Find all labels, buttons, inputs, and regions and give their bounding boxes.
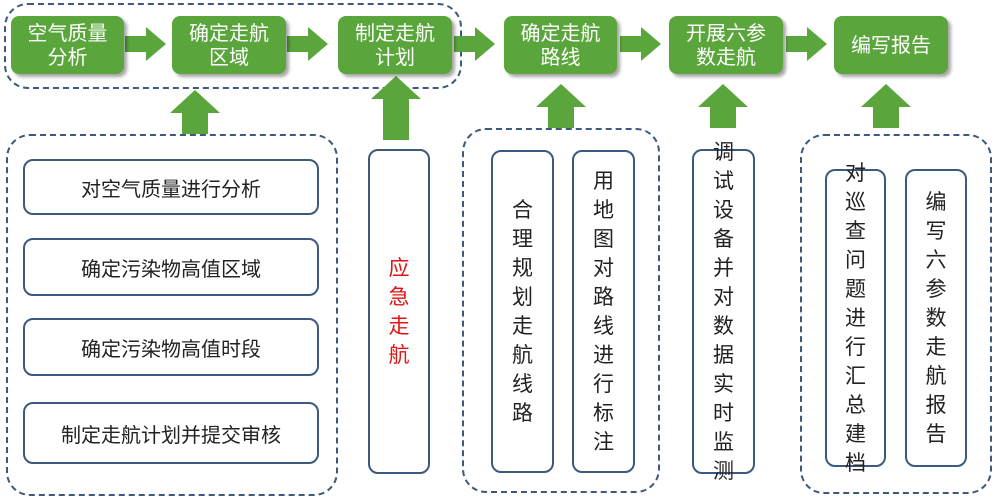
emergency-label: 应急走航 [388, 255, 410, 367]
route-plan-label: 合理规划走航线路 [512, 197, 533, 425]
arrow-up [371, 76, 421, 140]
arrow-up [170, 90, 220, 134]
detail-high-value-area: 确定污染物高值区域 [23, 238, 319, 296]
detail-analyze-air-quality: 对空气质量进行分析 [23, 159, 319, 215]
step-write-report: 编写报告 [834, 16, 948, 74]
detail-plan-route: 合理规划走航线路 [491, 150, 554, 473]
arrow-up [698, 84, 748, 128]
route-group-outline [462, 128, 660, 493]
detail-device-monitoring: 调试设备并对数据实时监测 [692, 140, 755, 483]
arrow-up [536, 84, 586, 128]
arrow-right [125, 27, 166, 61]
arrow-right [620, 27, 661, 61]
monitor-label: 调试设备并对数据实时监测 [713, 139, 734, 483]
detail-write-six-parameter-report: 编写六参数走航报告 [905, 169, 967, 467]
detail-emergency-patrol: 应急走航 [368, 149, 430, 474]
step-define-route: 确定走航 路线 [504, 16, 617, 74]
arrow-up [861, 84, 911, 128]
report-summary-label: 对巡查问题进行汇总建档 [845, 160, 866, 475]
arrow-right [454, 27, 495, 61]
detail-high-value-period: 确定污染物高值时段 [23, 318, 319, 376]
route-mark-label: 用地图对路线进行标注 [593, 168, 614, 454]
step-make-plan: 制定走航 计划 [338, 16, 452, 74]
step-define-area: 确定走航 区域 [172, 16, 286, 74]
arrow-right [287, 27, 328, 61]
detail-submit-plan: 制定走航计划并提交审核 [23, 402, 319, 464]
arrow-right [786, 27, 827, 61]
step-air-quality-analysis: 空气质量 分析 [11, 16, 124, 74]
detail-mark-route: 用地图对路线进行标注 [572, 150, 635, 473]
detail-summarize-issues: 对巡查问题进行汇总建档 [825, 161, 886, 475]
report-write-label: 编写六参数走航报告 [925, 189, 947, 446]
step-six-parameter-patrol: 开展六参 数走航 [669, 16, 783, 74]
analysis-group-outline [6, 134, 338, 496]
report-group-outline [800, 134, 992, 494]
